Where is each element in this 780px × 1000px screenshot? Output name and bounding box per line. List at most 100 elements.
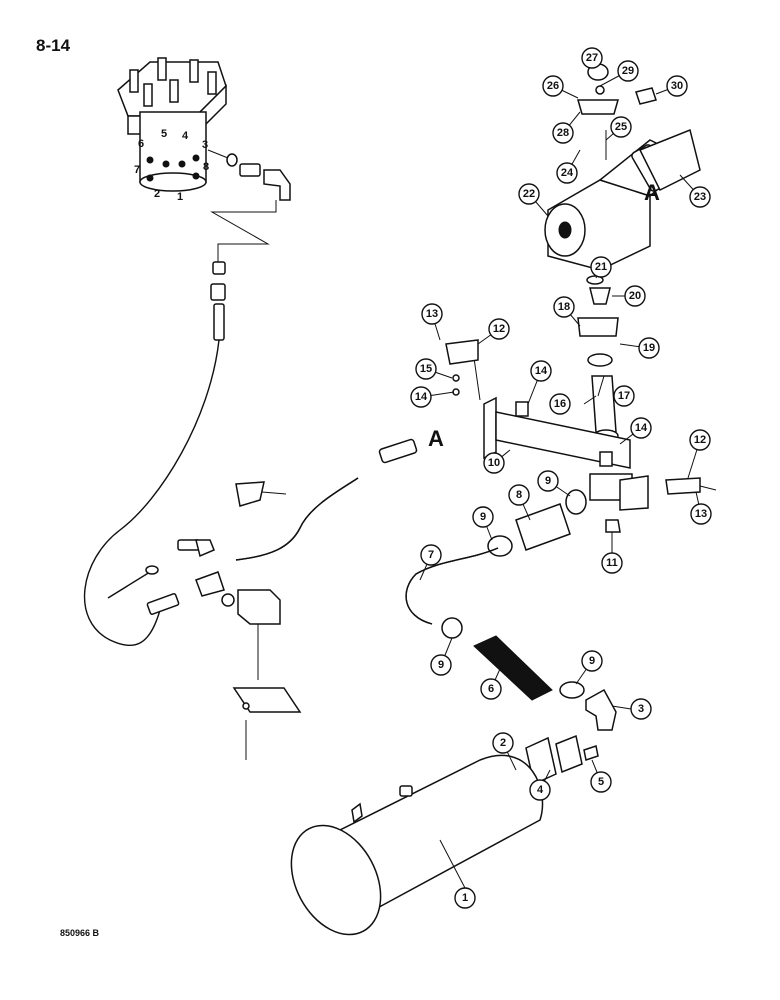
svg-text:9: 9 xyxy=(438,659,444,671)
valve-port-label-1: 1 xyxy=(177,191,183,203)
svg-text:28: 28 xyxy=(557,127,569,139)
svg-text:15: 15 xyxy=(420,363,432,375)
svg-text:20: 20 xyxy=(629,290,641,302)
callout-4: 4 xyxy=(529,779,551,801)
document-code: 850966 B xyxy=(60,928,100,938)
callout-1: 1 xyxy=(454,887,476,909)
hoses-and-clamps xyxy=(405,489,617,731)
callout-25: 25 xyxy=(610,116,632,138)
svg-text:17: 17 xyxy=(618,390,630,402)
callout-21: 21 xyxy=(590,256,612,278)
svg-text:25: 25 xyxy=(615,121,627,133)
svg-text:14: 14 xyxy=(535,365,548,377)
callout-3: 3 xyxy=(630,698,652,720)
svg-text:10: 10 xyxy=(488,457,500,469)
bracket-top xyxy=(445,339,479,396)
connection-a-label-right: A xyxy=(644,180,660,205)
callout-16: 16 xyxy=(549,393,571,415)
svg-text:1: 1 xyxy=(462,892,468,904)
svg-text:3: 3 xyxy=(638,703,644,715)
callout-12: 12 xyxy=(488,318,510,340)
callout-10: 10 xyxy=(483,452,505,474)
svg-text:26: 26 xyxy=(547,80,559,92)
callout-7: 7 xyxy=(420,544,442,566)
callout-23: 23 xyxy=(689,186,711,208)
callout-20: 20 xyxy=(624,285,646,307)
callout-27: 27 xyxy=(581,47,603,69)
gauge-fittings xyxy=(107,539,302,760)
callout-22: 22 xyxy=(518,183,540,205)
valve-port-label-2: 2 xyxy=(154,188,160,200)
callout-2: 2 xyxy=(492,732,514,754)
rotary-valve-assembly xyxy=(117,57,227,192)
callout-13: 13 xyxy=(690,503,712,525)
callout-30: 30 xyxy=(666,75,688,97)
callout-14: 14 xyxy=(530,360,552,382)
callout-5: 5 xyxy=(590,771,612,793)
callout-14: 14 xyxy=(410,386,432,408)
svg-text:9: 9 xyxy=(589,655,595,667)
valve-port-label-8: 8 xyxy=(203,161,209,173)
valve-port-label-6: 6 xyxy=(138,138,144,150)
svg-text:13: 13 xyxy=(695,508,707,520)
callout-18: 18 xyxy=(553,296,575,318)
callout-12: 12 xyxy=(689,429,711,451)
valve-port-label-3: 3 xyxy=(202,139,208,151)
callout-9: 9 xyxy=(430,654,452,676)
callout-26: 26 xyxy=(542,75,564,97)
svg-text:14: 14 xyxy=(415,391,428,403)
discharge-hose-16 xyxy=(591,375,619,443)
callout-9: 9 xyxy=(581,650,603,672)
svg-text:27: 27 xyxy=(586,52,598,64)
callout-11: 11 xyxy=(601,552,623,574)
svg-text:29: 29 xyxy=(622,65,634,77)
callout-6: 6 xyxy=(480,678,502,700)
svg-text:21: 21 xyxy=(595,261,607,273)
manifold-pipe xyxy=(471,343,649,511)
svg-text:24: 24 xyxy=(561,167,574,179)
connection-a-label-left: A xyxy=(428,426,444,451)
svg-text:14: 14 xyxy=(635,422,648,434)
callout-13: 13 xyxy=(421,303,443,325)
svg-text:5: 5 xyxy=(598,776,604,788)
callout-8: 8 xyxy=(508,484,530,506)
svg-text:2: 2 xyxy=(500,737,506,749)
page-number: 8-14 xyxy=(36,36,71,55)
callout-17: 17 xyxy=(613,385,635,407)
svg-text:11: 11 xyxy=(606,557,618,569)
valve-fittings xyxy=(207,149,291,262)
svg-text:7: 7 xyxy=(428,549,434,561)
svg-text:18: 18 xyxy=(558,301,570,313)
svg-text:12: 12 xyxy=(694,434,706,446)
svg-text:22: 22 xyxy=(523,188,535,200)
tube-to-connection-a xyxy=(235,438,418,561)
nut-11 xyxy=(605,519,621,533)
callout-9: 9 xyxy=(537,470,559,492)
svg-text:9: 9 xyxy=(545,475,551,487)
svg-text:30: 30 xyxy=(671,80,683,92)
svg-text:8: 8 xyxy=(516,489,522,501)
callout-14: 14 xyxy=(630,417,652,439)
valve-port-label-7: 7 xyxy=(134,164,140,176)
compressor-bottom-fittings xyxy=(577,275,619,367)
valve-port-label-5: 5 xyxy=(161,128,167,140)
hose-assembly xyxy=(83,261,226,647)
callout-19: 19 xyxy=(638,337,660,359)
svg-text:12: 12 xyxy=(493,323,505,335)
callout-24: 24 xyxy=(556,162,578,184)
callout-9: 9 xyxy=(472,506,494,528)
svg-text:4: 4 xyxy=(537,784,544,796)
svg-text:19: 19 xyxy=(643,342,655,354)
callout-29: 29 xyxy=(617,60,639,82)
callout-15: 15 xyxy=(415,358,437,380)
bracket-right xyxy=(665,477,717,495)
svg-text:6: 6 xyxy=(488,683,494,695)
svg-text:16: 16 xyxy=(554,398,566,410)
air-compressor xyxy=(544,128,701,271)
svg-text:13: 13 xyxy=(426,308,438,320)
svg-text:9: 9 xyxy=(480,511,486,523)
valve-port-label-4: 4 xyxy=(182,130,189,142)
air-tank xyxy=(290,754,544,936)
callout-28: 28 xyxy=(552,122,574,144)
svg-text:23: 23 xyxy=(694,191,706,203)
